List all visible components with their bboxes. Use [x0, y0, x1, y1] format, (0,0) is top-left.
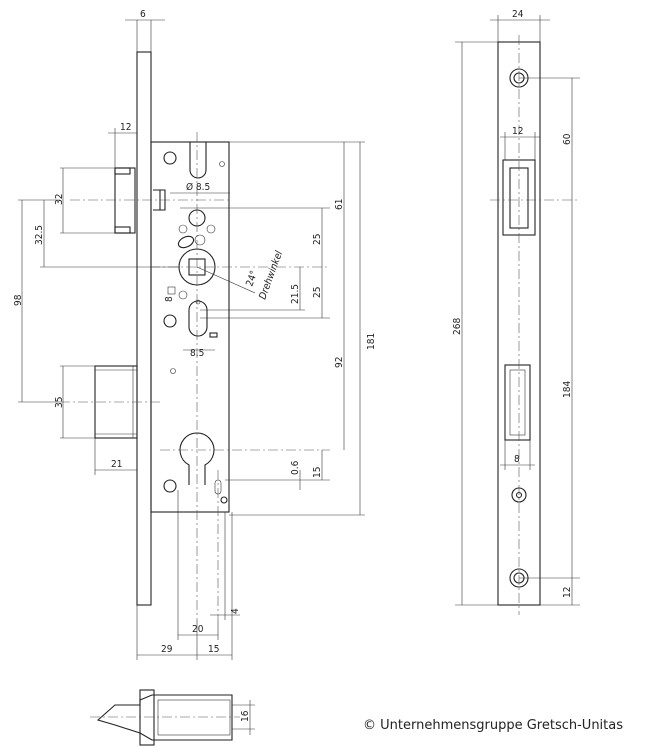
dim-6: 6 [140, 9, 146, 20]
side-view: 6 12 32 32.5 98 35 21 Ø 8.5 8.5 8 61 181… [13, 9, 377, 660]
dim-4: 4 [230, 608, 241, 614]
dim-angle: 24° [244, 269, 260, 288]
screw-mid [163, 314, 177, 328]
dim-25-upper: 25 [312, 234, 323, 245]
dim-268: 268 [452, 318, 463, 335]
dim-24: 24 [512, 9, 524, 20]
bolt-opening [504, 364, 531, 441]
dim-21: 21 [111, 459, 122, 470]
dim-184: 184 [562, 381, 573, 398]
dim-61: 61 [334, 199, 345, 210]
latch [114, 167, 136, 234]
dim-12-bottom: 12 [562, 587, 573, 598]
front-view: 24 12 60 268 184 8 12 [452, 9, 580, 615]
dim-35: 35 [54, 397, 65, 408]
dim-32-5: 32.5 [34, 225, 45, 245]
angle-label: Drehwinkel [257, 249, 285, 301]
dim-25-lower: 25 [312, 287, 323, 298]
dim-12-top: 12 [512, 126, 523, 137]
dim-12: 12 [120, 122, 131, 133]
dim-92: 92 [334, 357, 345, 368]
dim-21-5: 21.5 [290, 284, 301, 304]
faceplate-side [136, 51, 152, 606]
dim-181: 181 [366, 333, 377, 350]
dim-8: 8 [164, 296, 175, 302]
dim-15-h: 15 [208, 644, 219, 655]
dim-8-5: 8.5 [190, 348, 204, 359]
dim-16: 16 [240, 710, 251, 722]
dim-15-v: 15 [312, 467, 323, 478]
dim-8-right: 8 [514, 454, 520, 465]
dim-0-6: 0.6 [290, 460, 301, 475]
lock-case [150, 141, 230, 513]
dim-20: 20 [192, 624, 204, 635]
bottom-view: 16 [90, 689, 255, 746]
dim-98: 98 [13, 294, 24, 306]
dim-diameter-8-5: Ø 8.5 [186, 181, 210, 193]
dim-32: 32 [54, 194, 65, 205]
screw-top [163, 151, 177, 165]
dim-60: 60 [562, 133, 573, 145]
copyright-text: © Unternehmensgruppe Gretsch-Unitas [363, 718, 623, 733]
dim-29: 29 [161, 644, 173, 655]
